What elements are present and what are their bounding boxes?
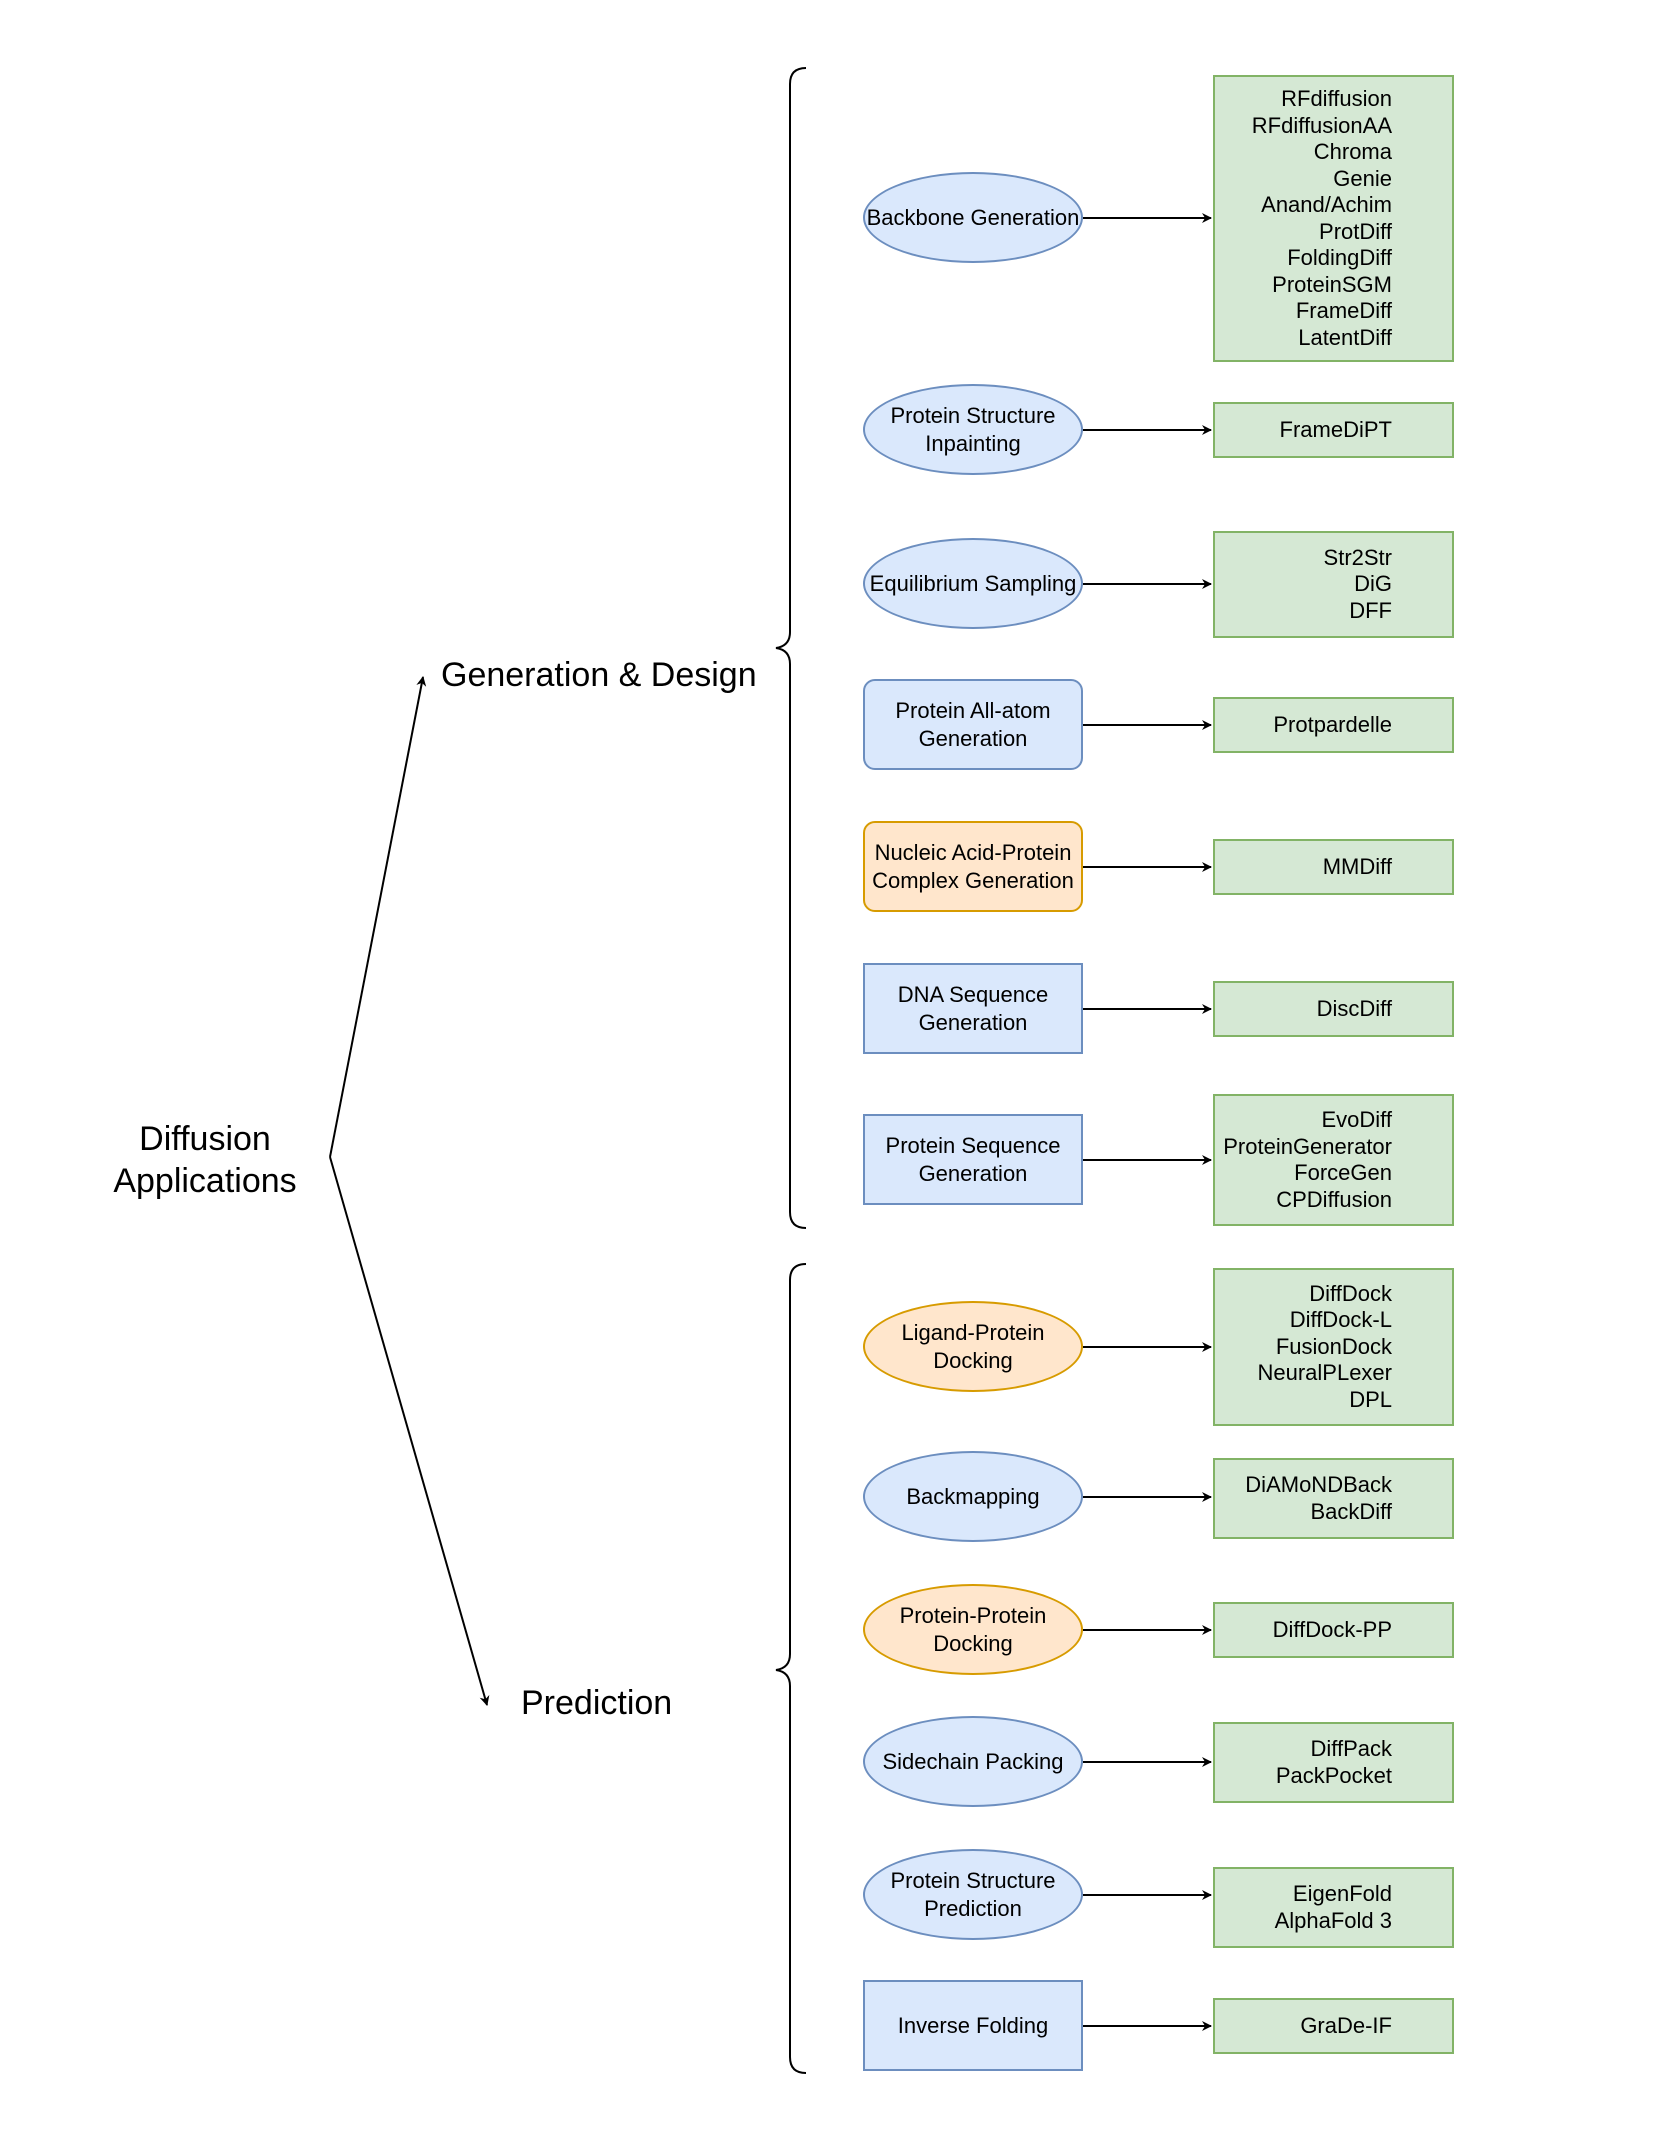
task-arrows <box>1083 213 1212 2031</box>
branch-label-generation-design: Generation & Design <box>441 656 757 694</box>
task-protein-protein-docking: Protein-Protein Docking <box>863 1584 1083 1675</box>
method-name: FrameDiPT <box>1279 416 1392 442</box>
method-name: DiscDiff <box>1316 995 1392 1021</box>
method-name: EvoDiff <box>1321 1107 1392 1132</box>
arrow-to-prediction <box>329 1156 490 1706</box>
task-label: DNA Sequence Generation <box>897 981 1049 1035</box>
task-label: Protein Structure Inpainting <box>890 402 1056 456</box>
task-sidechain-packing: Sidechain Packing <box>863 1716 1083 1807</box>
task-label: Equilibrium Sampling <box>869 570 1077 596</box>
task-inverse-folding: Inverse Folding <box>863 1980 1083 2071</box>
method-name: CPDiffusion <box>1276 1186 1392 1212</box>
task-nucleic-acid-protein-complex-generation: Nucleic Acid-Protein Complex Generation <box>863 821 1083 912</box>
task-label: Ligand-Protein Docking <box>901 1319 1045 1373</box>
method-name: ProteinSGM <box>1272 271 1392 297</box>
method-name: ProteinGenerator <box>1223 1133 1392 1159</box>
arrow-to-generation <box>329 676 427 1158</box>
task-dna-sequence-generation: DNA Sequence Generation <box>863 963 1083 1054</box>
methods-nucleic-acid-protein-complex-generation: MMDiff <box>1213 839 1454 895</box>
method-name: DFF <box>1349 597 1392 623</box>
brace-generation <box>775 67 807 1229</box>
method-name: FoldingDiff <box>1287 245 1392 270</box>
task-protein-structure-prediction: Protein Structure Prediction <box>863 1849 1083 1940</box>
task-label: Protein-Protein Docking <box>899 1602 1047 1656</box>
task-label: Inverse Folding <box>897 2012 1049 2038</box>
method-name: FrameDiff <box>1295 298 1392 323</box>
root-label-line1: Diffusion <box>139 1120 271 1158</box>
method-name: Chroma <box>1313 139 1392 164</box>
method-name: DiffPack <box>1310 1736 1392 1761</box>
task-label: Backbone Generation <box>866 204 1080 230</box>
task-ligand-protein-docking: Ligand-Protein Docking <box>863 1301 1083 1392</box>
methods-protein-protein-docking: DiffDock-PP <box>1213 1602 1454 1658</box>
method-name: FusionDock <box>1275 1333 1392 1359</box>
methods-equilibrium-sampling: Str2Str DiG DFF <box>1213 531 1454 638</box>
method-name: DiAMoNDBack <box>1245 1472 1392 1497</box>
task-label: Protein Sequence Generation <box>885 1132 1061 1186</box>
method-name: RFdiffusionAA <box>1251 112 1392 138</box>
task-label: Nucleic Acid-Protein Complex Generation <box>872 839 1074 893</box>
task-label: Protein All-atom Generation <box>895 697 1051 751</box>
methods-protein-structure-inpainting: FrameDiPT <box>1213 402 1454 458</box>
method-name: DiffDock-L <box>1289 1307 1392 1333</box>
methods-protein-sequence-generation: EvoDiff ProteinGenerator ForceGen CPDiff… <box>1213 1094 1454 1226</box>
brace-prediction <box>775 1263 807 2074</box>
methods-backbone-generation: RFdiffusion RFdiffusionAA Chroma Genie A… <box>1213 75 1454 362</box>
task-label: Protein Structure Prediction <box>890 1867 1056 1921</box>
method-name: Str2Str <box>1323 544 1392 570</box>
method-name: EigenFold <box>1292 1881 1392 1906</box>
method-name: GraDe-IF <box>1300 2012 1392 2038</box>
task-protein-sequence-generation: Protein Sequence Generation <box>863 1114 1083 1205</box>
methods-protein-structure-prediction: EigenFold AlphaFold 3 <box>1213 1867 1454 1948</box>
task-label: Backmapping <box>906 1483 1040 1509</box>
task-backmapping: Backmapping <box>863 1451 1083 1542</box>
method-name: LatentDiff <box>1298 324 1392 350</box>
methods-ligand-protein-docking: DiffDock DiffDock-L FusionDock NeuralPLe… <box>1213 1268 1454 1426</box>
method-name: Genie <box>1333 165 1392 191</box>
method-name: DPL <box>1349 1386 1392 1412</box>
method-name: DiG <box>1354 571 1392 597</box>
methods-inverse-folding: GraDe-IF <box>1213 1998 1454 2054</box>
method-name: NeuralPLexer <box>1257 1360 1392 1386</box>
methods-backmapping: DiAMoNDBack BackDiff <box>1213 1458 1454 1539</box>
method-name: MMDiff <box>1322 853 1392 879</box>
methods-sidechain-packing: DiffPack PackPocket <box>1213 1722 1454 1803</box>
task-equilibrium-sampling: Equilibrium Sampling <box>863 538 1083 629</box>
method-name: Anand/Achim <box>1261 192 1392 217</box>
method-name: BackDiff <box>1310 1498 1392 1524</box>
branch-label-prediction: Prediction <box>521 1684 673 1722</box>
method-name: RFdiffusion <box>1281 86 1392 111</box>
method-name: ProtDiff <box>1319 218 1392 244</box>
root-node: Diffusion Applications <box>90 1118 320 1202</box>
root-label-line2: Applications <box>113 1162 297 1200</box>
method-name: PackPocket <box>1275 1762 1392 1788</box>
methods-protein-all-atom-generation: Protpardelle <box>1213 697 1454 753</box>
method-name: Protpardelle <box>1273 711 1392 737</box>
method-name: DiffDock-PP <box>1272 1616 1392 1642</box>
task-backbone-generation: Backbone Generation <box>863 172 1083 263</box>
method-name: AlphaFold 3 <box>1274 1907 1392 1933</box>
method-name: DiffDock <box>1309 1280 1392 1306</box>
methods-dna-sequence-generation: DiscDiff <box>1213 981 1454 1037</box>
task-label: Sidechain Packing <box>882 1748 1064 1774</box>
task-protein-all-atom-generation: Protein All-atom Generation <box>863 679 1083 770</box>
task-protein-structure-inpainting: Protein Structure Inpainting <box>863 384 1083 475</box>
method-name: ForceGen <box>1294 1160 1392 1185</box>
